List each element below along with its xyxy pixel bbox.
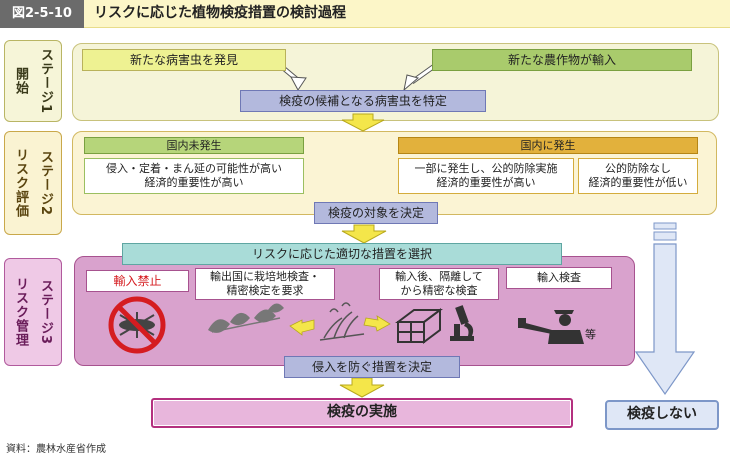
stage-1-phase: 開始: [13, 67, 28, 95]
stage-1-name: ステージ1: [38, 47, 53, 115]
stage-1-label: ステージ1 開始: [4, 40, 62, 122]
domestic-present-controlled: 一部に発生し、公的防除実施 経済的重要性が高い: [398, 158, 574, 194]
stage-3-label: ステージ3 リスク管理: [4, 258, 62, 366]
export-line-2: 精密検定を要求: [226, 284, 304, 297]
decide-prevention-box: 侵入を防ぐ措置を決定: [284, 356, 460, 378]
arrow-stage2-to-stage3: [341, 224, 387, 244]
stage-2-name: ステージ2: [38, 149, 53, 217]
present-a-line-1: 一部に発生し、公的防除実施: [414, 162, 558, 176]
present-b-line-1: 公的防除なし: [605, 162, 671, 176]
domestic-present-uncontrolled: 公的防除なし 経済的重要性が低い: [578, 158, 698, 194]
figure-title: リスクに応じた植物検疫措置の検討過程: [94, 5, 346, 22]
post-entry-quarantine-box: 輸入後、隔離して から精密な検査: [379, 268, 499, 300]
export-line-1: 輸出国に栽培地検査・: [210, 270, 320, 284]
arrow-to-no-quarantine: [634, 222, 696, 396]
quarantine-line-1: 輸入後、隔離して: [395, 270, 483, 284]
identify-candidate-pest-box: 検疫の候補となる病害虫を特定: [240, 90, 486, 112]
field-icon: [319, 302, 365, 341]
implement-quarantine-box: 検疫の実施: [151, 398, 573, 428]
present-a-line-2: 経済的重要性が高い: [436, 176, 536, 189]
import-inspection-box: 輸入検査: [506, 267, 612, 289]
select-measure-box: リスクに応じた適切な措置を選択: [122, 243, 562, 265]
figure-number: 図2-5-10: [0, 0, 84, 28]
arrow-to-plants: [289, 319, 315, 336]
arrow-to-greenhouse: [363, 315, 391, 332]
new-crop-import-box: 新たな農作物が輸入: [432, 49, 692, 71]
export-country-inspection-box: 輸出国に栽培地検査・ 精密検定を要求: [195, 268, 335, 300]
import-ban-box: 輸入禁止: [86, 270, 189, 292]
stage-3-name: ステージ3: [38, 278, 53, 346]
microscope-icon: [450, 305, 474, 341]
absent-line-2: 経済的重要性が高い: [144, 176, 244, 189]
no-quarantine-box: 検疫しない: [605, 400, 719, 430]
stage-2-label: ステージ2 リスク評価: [4, 131, 62, 235]
quarantine-line-2: から精密な検査: [400, 284, 478, 297]
decide-target-box: 検疫の対象を決定: [314, 202, 438, 224]
stage-2-phase: リスク評価: [13, 148, 28, 218]
present-b-line-2: 経済的重要性が低い: [588, 176, 688, 189]
leaf-icon: [208, 303, 284, 333]
greenhouse-icon: [395, 308, 443, 344]
etc-label: 等: [585, 328, 596, 341]
domestic-present-header: 国内に発生: [398, 137, 698, 154]
find-new-pest-box: 新たな病害虫を発見: [82, 49, 286, 71]
title-bar: [0, 0, 730, 28]
no-entry-icon: [108, 296, 166, 354]
absent-line-1: 侵入・定着・まん延の可能性が高い: [106, 162, 282, 176]
arrow-stage1-to-stage2: [341, 113, 385, 132]
inspector-icon: [518, 310, 584, 344]
domestic-absent-description: 侵入・定着・まん延の可能性が高い 経済的重要性が高い: [84, 158, 304, 194]
stage-3-phase: リスク管理: [13, 277, 28, 347]
source-note: 資料：農林水産省作成: [6, 444, 106, 454]
domestic-absent-header: 国内未発生: [84, 137, 304, 154]
arrow-stage3-to-implement: [339, 377, 385, 398]
